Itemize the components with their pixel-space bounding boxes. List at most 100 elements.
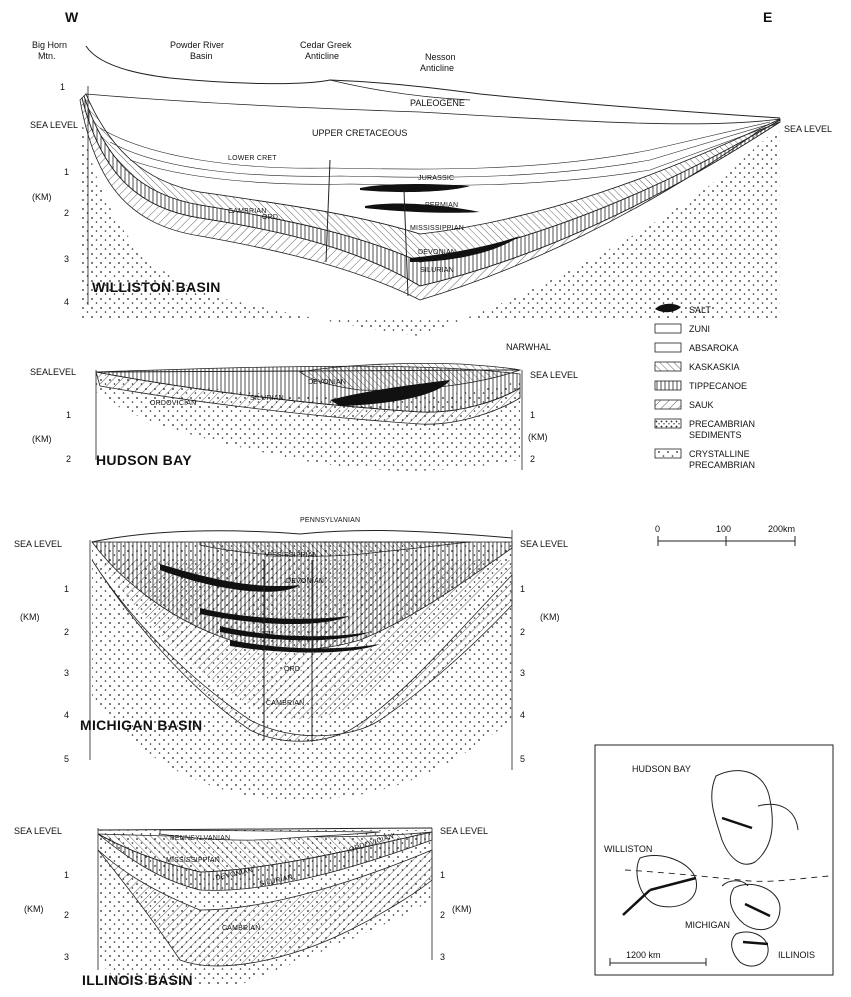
williston-unit-paleogene: PALEOGENE — [410, 98, 465, 108]
label-powder-river: Powder River — [170, 40, 224, 50]
scale-tick-200km: 200km — [768, 524, 795, 534]
williston-unit-silurian: SILURIAN — [420, 267, 454, 274]
hudson-salt — [330, 380, 450, 406]
williston-crystalline — [80, 108, 780, 336]
michigan-salt-1 — [160, 564, 300, 592]
hudson-unit-devonian: DEVONIAN — [308, 379, 346, 386]
hudson-narwhal: NARWHAL — [506, 342, 551, 352]
michigan-left-unit: (KM) — [20, 612, 40, 622]
williston-tick-sea-level: SEA LEVEL — [30, 120, 78, 130]
hudson-left-tick-2: 2 — [66, 454, 71, 464]
inset-illinois-outline — [731, 931, 769, 967]
williston-unit: (KM) — [32, 192, 52, 202]
illinois-unit-mississippian: MISSISSIPPIAN — [166, 857, 220, 864]
legend-swatch — [654, 323, 682, 334]
michigan-salt-3 — [220, 626, 370, 641]
legend: SALTZUNIABSAROKAKASKASKIATIPPECANOESAUKP… — [654, 303, 755, 470]
legend-label: ZUNI — [689, 324, 710, 334]
williston-left-scale: 1 SEA LEVEL 1 2 3 4 (KM) — [30, 82, 78, 307]
michigan-left-tick-4: 4 — [64, 710, 69, 720]
legend-label: TIPPECANOE — [689, 381, 747, 391]
inset-scale-label: 1200 km — [626, 950, 661, 960]
hudson-unit-ordovician: ORDOVICIAN — [150, 400, 196, 407]
legend-swatch — [655, 303, 681, 313]
michigan-top — [91, 530, 513, 543]
hudson-right-sea-level: SEA LEVEL — [530, 370, 578, 380]
michigan-pennsylvanian: PENNSYLVANIAN — [300, 517, 360, 524]
michigan-unit-ord: ORD. — [284, 666, 302, 673]
label-big-horn-mtn: Mtn. — [38, 51, 56, 61]
legend-label: SALT — [689, 305, 711, 315]
michigan-left-tick-3: 3 — [64, 668, 69, 678]
illinois-right-tick-1: 1 — [440, 870, 445, 880]
michigan-kaskaskia — [199, 541, 471, 557]
michigan-unit-mississippian: MISSISSIPPIAN — [264, 552, 318, 559]
inset-label-illinois: ILLINOIS — [778, 950, 815, 960]
michigan-section: SEA LEVEL 1 2 3 4 5 (KM) SEA LEVEL 1 2 3… — [14, 517, 568, 800]
legend-label: KASKASKIA — [689, 362, 740, 372]
scale-tick-100: 100 — [716, 524, 731, 534]
inset-label-williston: WILLISTON — [604, 844, 652, 854]
michigan-unit-sil: SIL. — [264, 631, 277, 638]
michigan-right-tick-4: 4 — [520, 710, 525, 720]
williston-unit-jurassic: JURASSIC — [418, 175, 454, 182]
williston-unit-mississippian: MISSISSIPPIAN — [410, 225, 464, 232]
williston-salt-3 — [410, 236, 520, 262]
compass-west: W — [65, 9, 79, 25]
hudson-right-tick-2: 2 — [530, 454, 535, 464]
illinois-left-unit: (KM) — [24, 904, 44, 914]
label-cedar-greek: Cedar Greek — [300, 40, 352, 50]
legend-label: ABSAROKA — [689, 343, 739, 353]
hudson-right-unit: (KM) — [528, 432, 548, 442]
williston-salt-2 — [365, 203, 480, 213]
label-nesson: Nesson — [425, 52, 456, 62]
hudson-sauk — [95, 371, 521, 425]
illinois-unit-cambrian: CAMBRIAN — [222, 925, 261, 932]
compass-east: E — [763, 9, 772, 25]
legend-swatch — [654, 399, 682, 410]
williston-zuni — [85, 93, 781, 235]
inset-label-hudson-bay: HUDSON BAY — [632, 764, 691, 774]
williston-tick-4: 4 — [64, 297, 69, 307]
williston-unit-lower-cret: LOWER CRET — [228, 155, 277, 162]
legend-swatch — [654, 448, 682, 459]
illinois-left-tick-2: 2 — [64, 910, 69, 920]
illinois-sauk — [97, 849, 433, 967]
legend-item-salt: SALT — [655, 303, 711, 315]
legend-item-tippecanoe: TIPPECANOE — [654, 380, 747, 391]
michigan-left-sea-level: SEA LEVEL — [14, 539, 62, 549]
legend-swatch — [654, 380, 682, 391]
hudson-section: SEALEVEL 1 2 (KM) SEA LEVEL 1 2 (KM) NAR… — [30, 342, 578, 471]
michigan-left-tick-1: 1 — [64, 584, 69, 594]
label-big-horn: Big Horn — [32, 40, 67, 50]
hudson-left-sea-level: SEALEVEL — [30, 367, 76, 377]
illinois-absaroka — [159, 829, 381, 841]
illinois-right-unit: (KM) — [452, 904, 472, 914]
williston-tick-2: 2 — [64, 208, 69, 218]
michigan-left-tick-5: 5 — [64, 754, 69, 764]
michigan-title: MICHIGAN BASIN — [80, 717, 202, 733]
michigan-unit-cambrian: CAMBRIAN — [266, 700, 305, 707]
williston-title: WILLISTON BASIN — [92, 279, 221, 295]
legend-item-sauk: SAUK — [654, 399, 714, 410]
illinois-section: SEA LEVEL 1 2 3 (KM) SEA LEVEL 1 2 3 (KM… — [14, 826, 488, 988]
illinois-left-tick-1: 1 — [64, 870, 69, 880]
hudson-left-tick-1: 1 — [66, 410, 71, 420]
williston-top-surface — [85, 45, 781, 119]
williston-unit-ord: ORD. — [262, 214, 280, 221]
hudson-left-unit: (KM) — [32, 434, 52, 444]
legend-item-zuni: ZUNI — [654, 323, 710, 334]
legend-label: SAUK — [689, 400, 714, 410]
michigan-unit-devonian: DEVONIAN — [286, 578, 324, 585]
williston-unit-upper-cret: UPPER CRETACEOUS — [312, 128, 407, 138]
hudson-right-tick-1: 1 — [530, 410, 535, 420]
michigan-right-tick-2: 2 — [520, 627, 525, 637]
michigan-right-sea-level: SEA LEVEL — [520, 539, 568, 549]
inset-map: HUDSON BAY WILLISTON MICHIGAN ILLINOIS 1… — [594, 744, 834, 976]
inset-michigan-outline — [729, 883, 781, 931]
williston-tick-1: 1 — [60, 82, 65, 92]
williston-section: 1 SEA LEVEL 1 2 3 4 (KM) SEA LEVEL Big H… — [30, 40, 832, 336]
michigan-right-tick-3: 3 — [520, 668, 525, 678]
scale-tick-0: 0 — [655, 524, 660, 534]
